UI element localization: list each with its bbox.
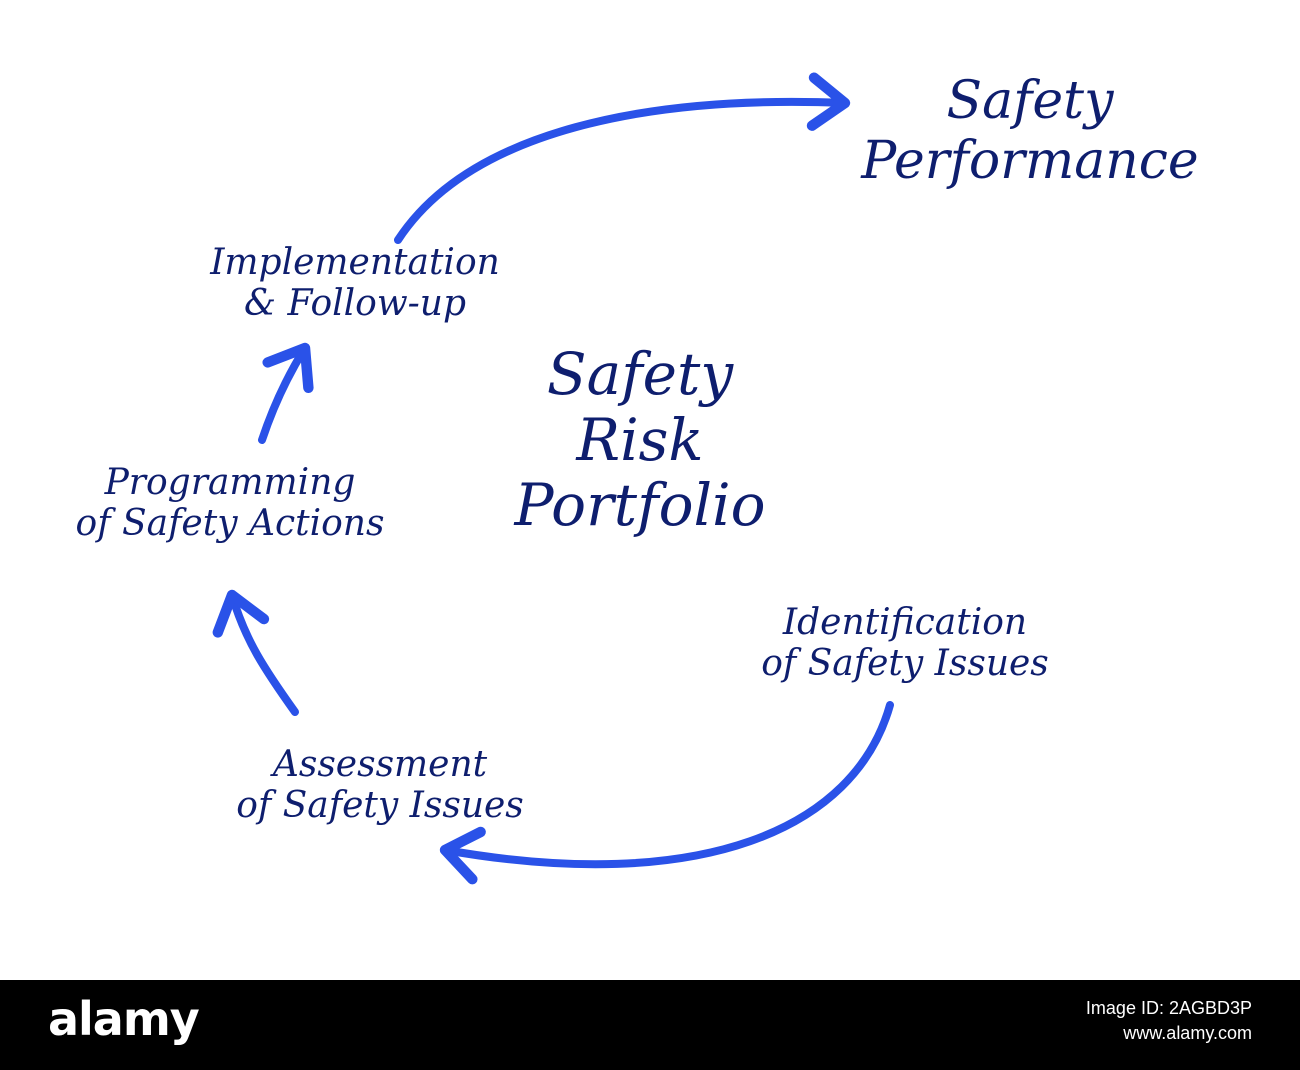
node-programming: Programming of Safety Actions [20,462,440,545]
node-line: Identification [782,602,1028,643]
image-id-text: Image ID: 2AGBD3P [1085,998,1252,1018]
node-line: of Safety Actions [75,503,385,545]
arrow-programming-to-implementation [258,342,314,444]
center-title-line: Risk [576,405,704,474]
arrow-identification-to-assessment [439,701,894,885]
node-line: Safety [946,71,1114,131]
center-title-line: Portfolio [514,471,766,540]
center-title-line: Safety [546,340,734,408]
node-line: of Safety Issues [236,785,524,827]
node-safety-performance: Safety Performance [780,71,1280,192]
arrow-assessment-to-programming [212,589,299,716]
footer-info: Image ID: 2AGBD3P www.alamy.com [1086,996,1252,1046]
node-identification: Identification of Safety Issues [710,602,1100,685]
alamy-logo: alamy [48,992,200,1046]
node-line: of Safety Issues [761,643,1049,685]
center-title: Safety Risk Portfolio [440,340,840,540]
node-assessment: Assessment of Safety Issues [180,744,580,827]
node-line: Programming [104,462,356,503]
node-implementation: Implementation & Follow-up [140,242,570,325]
node-line: Performance [861,130,1199,191]
node-line: & Follow-up [243,283,467,325]
arrow-implementation-to-performance [394,72,851,244]
watermark-footer: alamy Image ID: 2AGBD3P www.alamy.com [0,980,1300,1070]
watermark-url-text: www.alamy.com [1123,1023,1252,1044]
node-line: Implementation [210,242,500,283]
node-line: Assessment [272,744,488,785]
arrows-layer [212,72,894,885]
